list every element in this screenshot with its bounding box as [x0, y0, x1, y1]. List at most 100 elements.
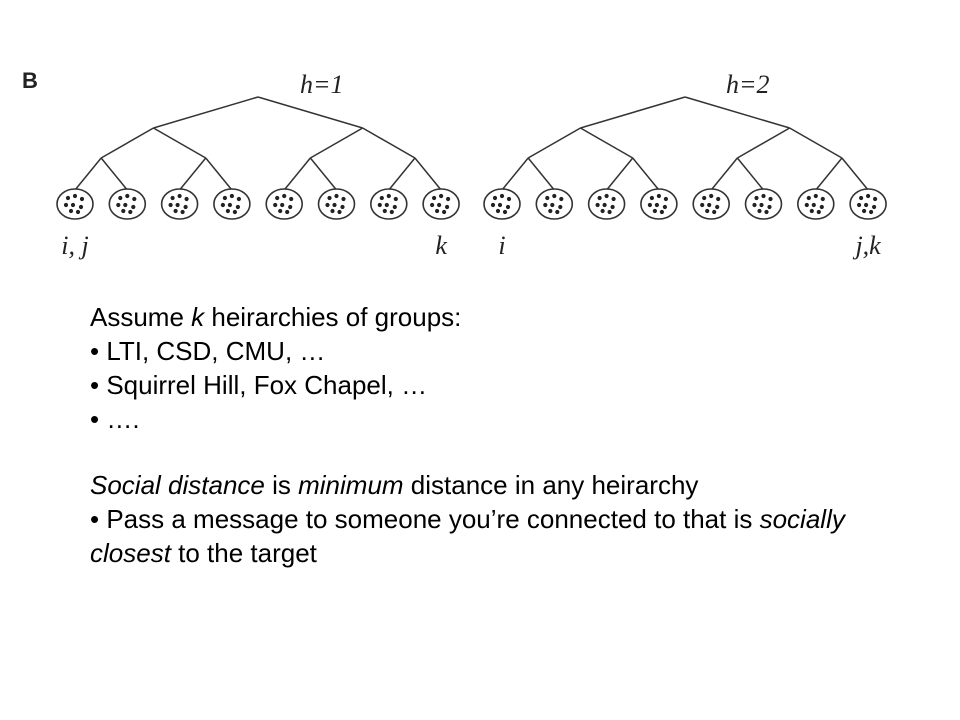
member-dot	[282, 193, 287, 199]
tree-edge	[580, 127, 634, 159]
member-dot	[505, 204, 511, 210]
member-dot	[332, 202, 337, 208]
member-dot	[220, 202, 225, 208]
tree-edge	[257, 96, 363, 129]
member-dot	[184, 196, 189, 202]
member-dot	[543, 202, 548, 208]
tree-edge	[309, 157, 338, 191]
group-ellipse	[317, 188, 356, 220]
member-dot	[128, 209, 133, 215]
member-dot	[820, 196, 825, 202]
member-dot	[229, 193, 234, 199]
member-dot	[857, 202, 862, 208]
member-dot	[330, 208, 335, 214]
member-dot	[558, 204, 563, 210]
member-dot	[811, 202, 816, 208]
member-dot	[379, 195, 384, 201]
group-node	[265, 188, 304, 220]
member-dot	[816, 209, 821, 215]
tree-edge	[789, 127, 843, 159]
member-dot	[595, 202, 600, 208]
text-block: Assume k heirarchies of groups: • LTI, C…	[90, 300, 930, 570]
member-dot	[442, 209, 447, 215]
member-dot	[600, 208, 605, 214]
member-dot	[700, 202, 705, 208]
tree-edge	[74, 157, 102, 191]
member-dot	[761, 193, 766, 199]
group-ellipse	[422, 188, 460, 220]
group-ellipse	[265, 188, 304, 220]
member-dot	[123, 202, 128, 208]
member-dot	[768, 196, 773, 202]
member-dot	[225, 208, 230, 214]
member-dot	[168, 202, 173, 208]
member-dot	[663, 196, 669, 202]
member-dot	[72, 193, 78, 199]
tree-edge	[388, 157, 416, 191]
member-dot	[325, 202, 330, 208]
member-dot	[177, 193, 182, 199]
member-dot	[659, 209, 665, 215]
member-dot	[819, 204, 824, 210]
member-dot	[716, 196, 721, 202]
member-dot	[63, 202, 69, 208]
member-dot	[341, 196, 346, 202]
tree-edge	[580, 96, 686, 129]
tree-edge	[736, 127, 791, 159]
member-dot	[227, 202, 232, 208]
member-dot	[767, 204, 772, 210]
member-dot	[757, 208, 762, 214]
group-node	[483, 188, 521, 220]
member-dot	[804, 202, 809, 208]
member-dot	[75, 209, 81, 215]
social-distance-line: Social distance is minimum distance in a…	[90, 470, 699, 500]
bullet-item: • ….	[90, 404, 140, 434]
member-dot	[862, 208, 867, 214]
member-dot	[116, 202, 121, 208]
member-dot	[382, 208, 387, 214]
member-dot	[654, 202, 660, 208]
tree-edge	[362, 127, 416, 159]
member-dot	[707, 202, 712, 208]
member-dot	[78, 204, 84, 210]
group-node	[317, 188, 356, 220]
group-node	[692, 188, 731, 220]
member-dot	[705, 208, 710, 214]
member-dot	[662, 204, 668, 210]
member-dot	[492, 195, 498, 201]
tree-edge	[710, 157, 738, 191]
group-node	[56, 188, 94, 220]
tree-edge	[179, 157, 207, 191]
member-dot	[170, 195, 175, 201]
member-dot	[873, 196, 878, 202]
member-dot	[377, 202, 382, 208]
tree-edge	[100, 127, 154, 159]
member-dot	[289, 196, 294, 202]
member-dot	[183, 204, 188, 210]
group-ellipse	[535, 188, 574, 220]
member-dot	[545, 195, 550, 201]
group-node	[849, 188, 887, 220]
member-dot	[131, 204, 136, 210]
member-dot	[121, 208, 126, 214]
tree-edge	[153, 127, 207, 159]
tree-edge	[205, 157, 233, 191]
member-dot	[548, 208, 553, 214]
member-dot	[712, 209, 717, 215]
tree-edge	[153, 96, 259, 129]
member-dot	[173, 208, 178, 214]
tree-edge	[283, 157, 311, 191]
member-dot	[439, 193, 444, 199]
member-dot	[285, 209, 290, 215]
member-dot	[702, 195, 707, 201]
bullet-item: • LTI, CSD, CMU, …	[90, 336, 326, 366]
member-dot	[288, 204, 293, 210]
member-dot	[232, 209, 237, 215]
group-ellipse	[692, 188, 731, 220]
member-dot	[327, 195, 332, 201]
group-ellipse	[213, 188, 251, 220]
pass-message-line: • Pass a message to someone you’re conne…	[90, 504, 845, 568]
member-dot	[275, 195, 280, 201]
member-dot	[647, 202, 653, 208]
